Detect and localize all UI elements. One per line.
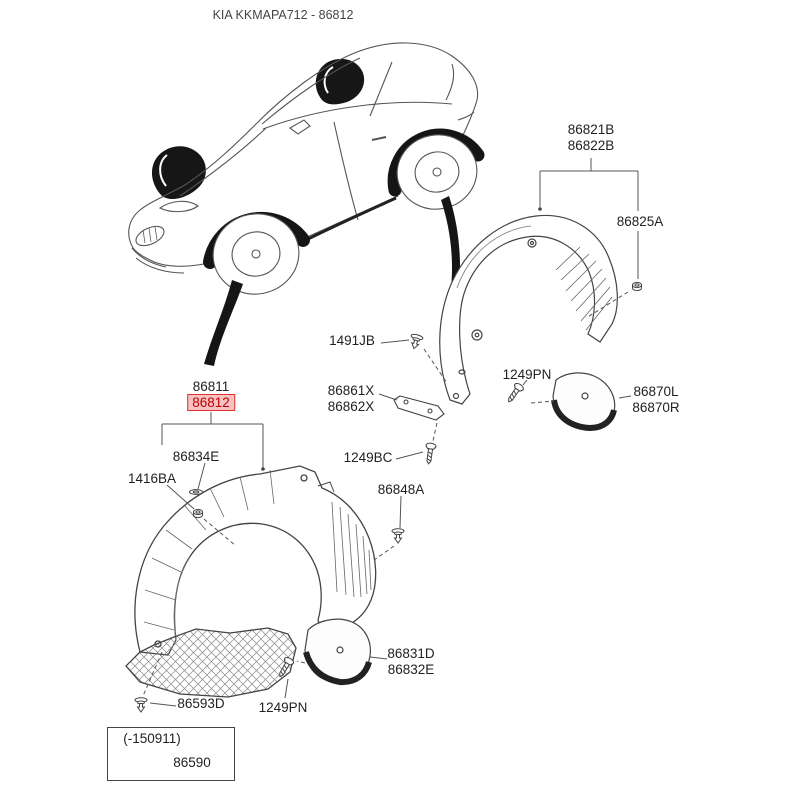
screw-icon-1249pn-rear	[504, 381, 526, 406]
rear-mudguard-illustration	[551, 372, 617, 432]
part-label-86590[interactable]: 86590	[173, 755, 211, 770]
part-label-1249pn-front[interactable]: 1249PN	[258, 700, 308, 715]
early-production-box	[107, 727, 235, 781]
part-label-86831d[interactable]: 86831D	[387, 646, 435, 661]
diagram-title: KIA KKMAPA712 - 86812	[212, 8, 354, 22]
part-label-86861x[interactable]: 86861X	[327, 383, 375, 398]
part-label-86825a[interactable]: 86825A	[616, 214, 664, 229]
clip-icon-1491jb	[407, 332, 424, 351]
part-label-1249bc[interactable]: 1249BC	[343, 450, 393, 465]
part-label-86870l[interactable]: 86870L	[633, 384, 679, 399]
front-mudguard-illustration	[303, 618, 372, 686]
screw-icon-1249bc	[423, 442, 437, 466]
clip-icon-86825a	[632, 281, 642, 292]
part-label-86870r[interactable]: 86870R	[632, 400, 680, 415]
part-label-86862x[interactable]: 86862X	[327, 399, 375, 414]
bracket-illustration	[393, 395, 445, 421]
part-label-86822b[interactable]: 86822B	[567, 138, 615, 153]
part-label-86812-highlighted[interactable]: 86812	[187, 394, 235, 411]
part-label-1491jb[interactable]: 1491JB	[329, 333, 375, 348]
part-label-86848a[interactable]: 86848A	[377, 482, 425, 497]
rear-liner-illustration	[439, 214, 618, 405]
clip-icon-86848a	[391, 528, 405, 544]
part-label-1249pn-rear[interactable]: 1249PN	[502, 367, 552, 382]
washer-icon-86834e	[189, 489, 203, 495]
part-label-86593d[interactable]: 86593D	[177, 696, 225, 711]
part-label-86834e[interactable]: 86834E	[172, 449, 220, 464]
date-range-note: (-150911)	[123, 731, 181, 746]
part-label-86832e[interactable]: 86832E	[387, 662, 435, 677]
dashed-leader-lines	[142, 291, 629, 697]
car-illustration	[128, 42, 485, 366]
part-label-86811[interactable]: 86811	[192, 379, 230, 394]
part-label-1416ba[interactable]: 1416BA	[127, 471, 177, 486]
part-label-86821b[interactable]: 86821B	[567, 122, 615, 137]
screw-icon-86593d	[134, 697, 148, 713]
